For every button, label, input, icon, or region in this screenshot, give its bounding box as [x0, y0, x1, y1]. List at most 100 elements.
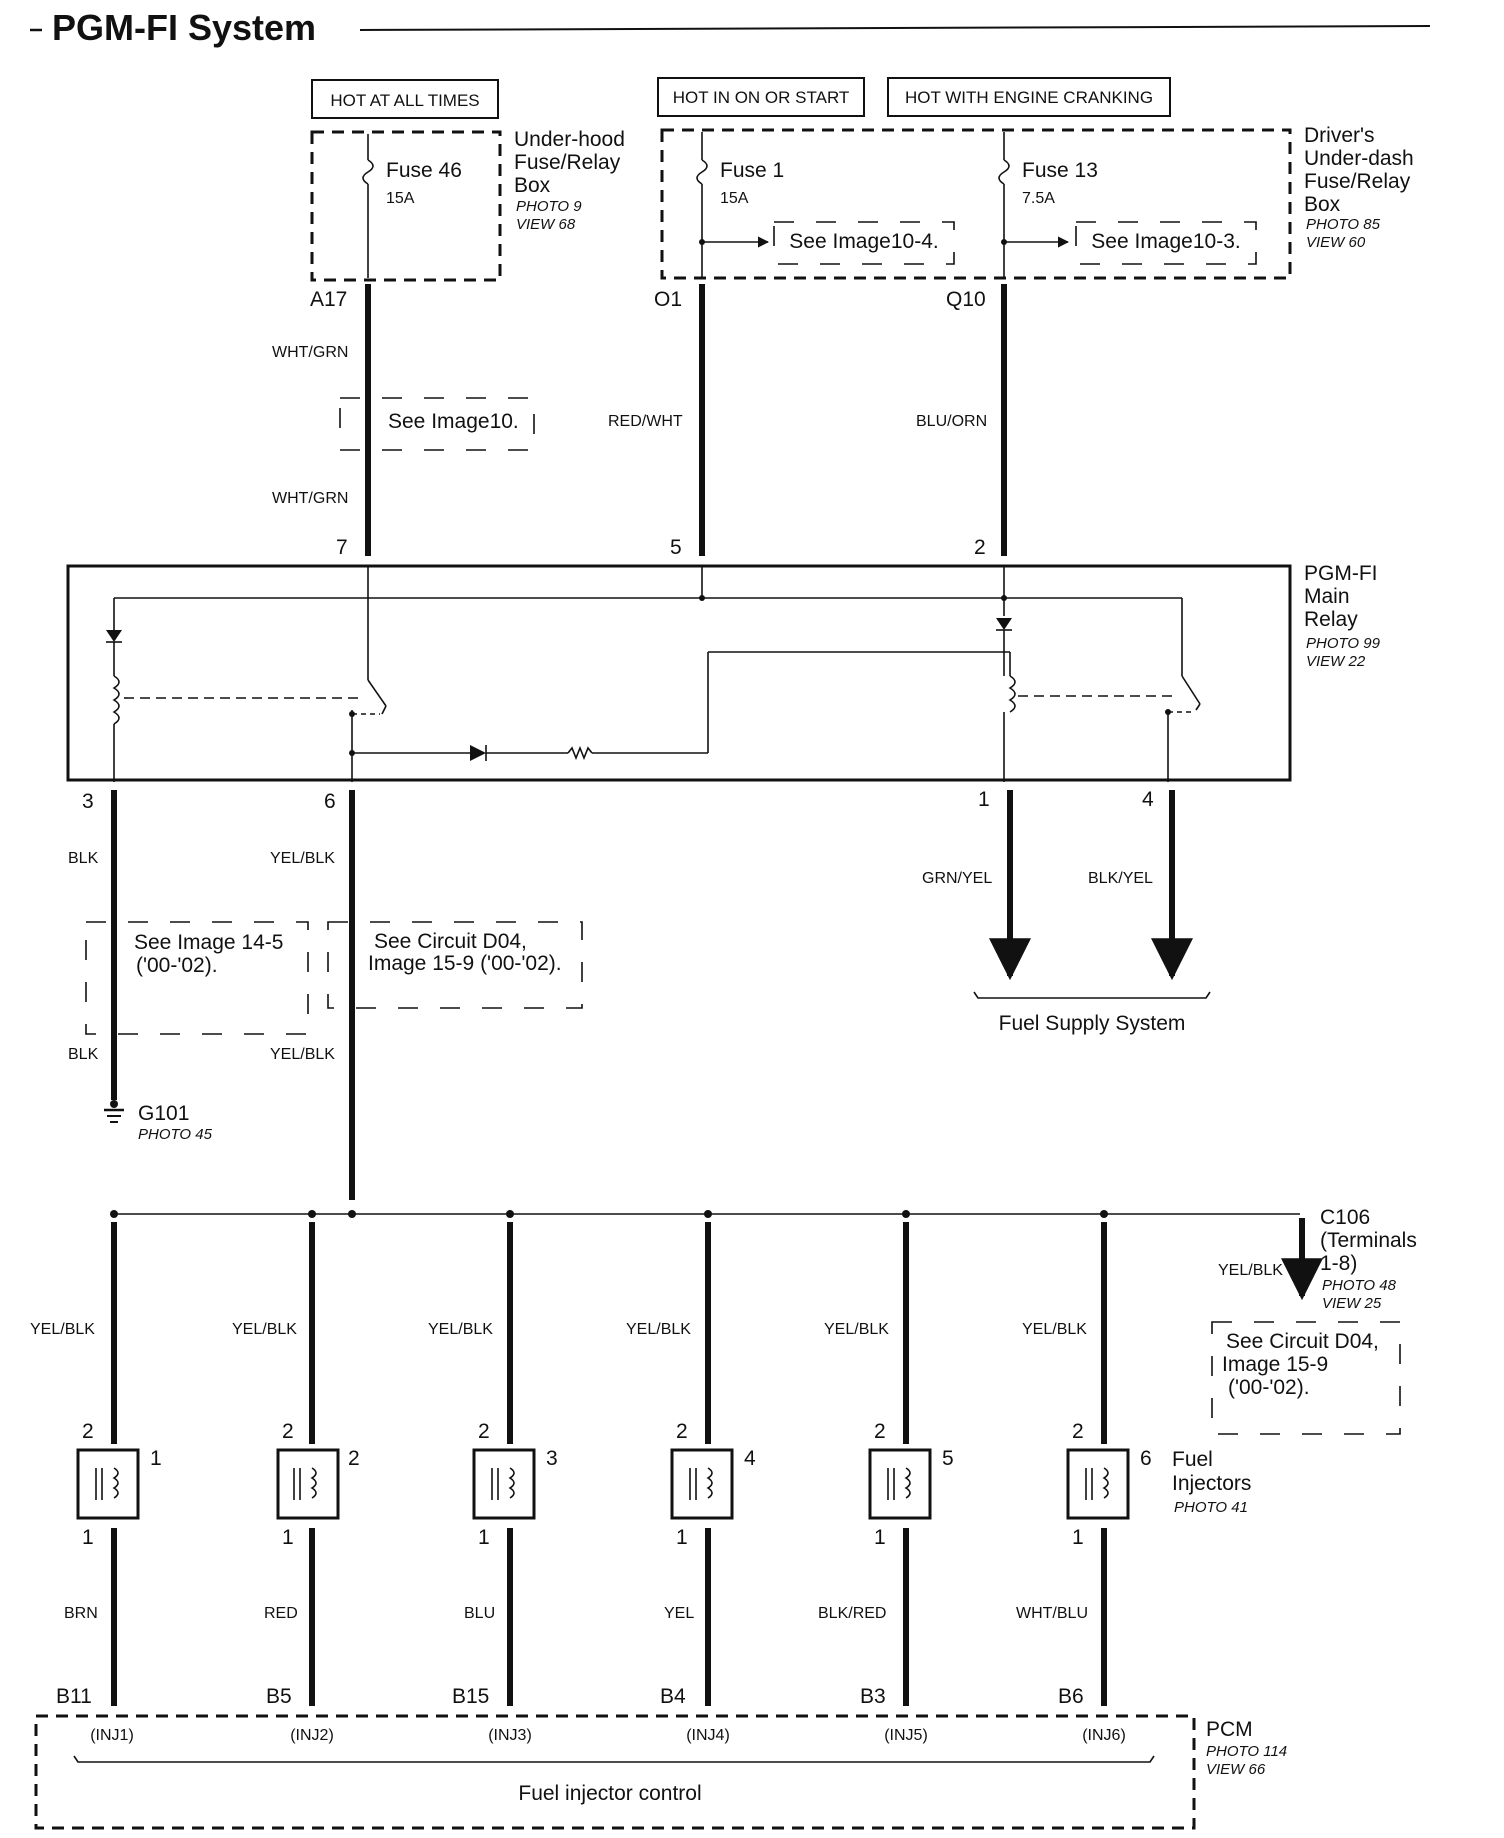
injector-6-pin-top: 2 — [1072, 1420, 1084, 1443]
c106-see-line2: Image 15-9 — [1222, 1353, 1328, 1376]
pcm-photo: PHOTO 114 — [1206, 1743, 1287, 1760]
injector-6-top-wire: YEL/BLK — [1022, 1321, 1087, 1338]
see-image-10-4: See Image10-4. — [789, 230, 938, 253]
see-image-10-4-box — [773, 221, 955, 265]
injector-6-pin-bot: 1 — [1072, 1526, 1084, 1549]
underhood-name-3: Box — [514, 174, 551, 197]
c106-name-3: 1-8) — [1320, 1252, 1357, 1275]
fuel-injectors-name-1: Fuel — [1172, 1448, 1213, 1471]
c106-see-line3: ('00-'02). — [1228, 1376, 1310, 1399]
injector-5-pin-bot: 1 — [874, 1526, 886, 1549]
driver-name-2: Under-dash — [1304, 147, 1414, 170]
hot-cranking-label: HOT WITH ENGINE CRANKING — [905, 88, 1153, 107]
injector-4-bot-wire: YEL — [664, 1605, 694, 1622]
injector-5-num: 5 — [942, 1447, 954, 1470]
pcm-box — [34, 1714, 1196, 1830]
injector-1-pin-bot: 1 — [82, 1526, 94, 1549]
fuel-supply-label: Fuel Supply System — [999, 1012, 1186, 1035]
see-image-10-box — [339, 397, 535, 451]
fuse13-name: Fuse 13 — [1022, 159, 1098, 182]
hot-cranking-box — [887, 77, 1171, 117]
relay-pin-2: 2 — [974, 536, 986, 559]
fuse13-rating: 7.5A — [1022, 190, 1055, 207]
see-circuit-d04-line1: See Circuit D04, — [374, 930, 527, 953]
injector-3-pcm-term: B15 — [452, 1685, 489, 1708]
injector-4-num: 4 — [744, 1447, 756, 1470]
driver-name-4: Box — [1304, 193, 1341, 216]
injector-2-pcm-term: B5 — [266, 1685, 292, 1708]
see-image-10-3-box — [1075, 221, 1257, 265]
injector-1-top-wire: YEL/BLK — [30, 1321, 95, 1338]
relay-pin-5: 5 — [670, 536, 682, 559]
relay-pin-4: 4 — [1142, 788, 1154, 811]
pcm-name: PCM — [1206, 1718, 1253, 1741]
underhood-name-2: Fuse/Relay — [514, 151, 621, 174]
injector-6: YEL/BLK 2 6 1 WHT/BLU B6 (INJ6) — [1016, 1210, 1152, 1744]
relay-pin-1: 1 — [978, 788, 990, 811]
injector-2: YEL/BLK 2 2 1 RED B5 (INJ2) — [232, 1210, 360, 1744]
see-image-14-5-line2: ('00-'02). — [136, 954, 218, 977]
injector-4-top-wire: YEL/BLK — [626, 1321, 691, 1338]
c106-see-box — [1211, 1321, 1401, 1435]
fuse46-name: Fuse 46 — [386, 159, 462, 182]
underhood-name-1: Under-hood — [514, 128, 625, 151]
wire-yelblk-label-2: YEL/BLK — [270, 1046, 335, 1063]
injector-2-pcm-pin: (INJ2) — [290, 1727, 334, 1744]
see-image-10-3: See Image10-3. — [1091, 230, 1240, 253]
underhood-fuse-box — [310, 130, 502, 282]
relay-coil-1 — [112, 675, 120, 725]
driver-photo: PHOTO 85 — [1306, 216, 1381, 233]
fuse1-name: Fuse 1 — [720, 159, 784, 182]
underhood-photo: PHOTO 9 — [516, 198, 582, 215]
injector-6-bot-wire: WHT/BLU — [1016, 1605, 1088, 1622]
injector-5-top-wire: YEL/BLK — [824, 1321, 889, 1338]
driver-fuse-box — [660, 128, 1292, 280]
terminal-a17: A17 — [310, 288, 347, 311]
relay-photo: PHOTO 99 — [1306, 635, 1381, 652]
wire-yelblk-label-1: YEL/BLK — [270, 850, 335, 867]
injector-3-pin-top: 2 — [478, 1420, 490, 1443]
injector-3-pcm-pin: (INJ3) — [488, 1727, 532, 1744]
injector-5-bot-wire: BLK/RED — [818, 1605, 886, 1622]
fuse1-rating: 15A — [720, 190, 749, 207]
injector-5: YEL/BLK 2 5 1 BLK/RED B3 (INJ5) — [818, 1210, 954, 1744]
underhood-view: VIEW 68 — [516, 216, 576, 233]
injector-3: YEL/BLK 2 3 1 BLU B15 (INJ3) — [428, 1210, 558, 1744]
see-circuit-d04-line2: Image 15-9 ('00-'02). — [368, 952, 562, 975]
wire-blk-label-2: BLK — [68, 1046, 99, 1063]
wire-bluorn-label: BLU/ORN — [916, 413, 987, 430]
injector-4-pin-top: 2 — [676, 1420, 688, 1443]
injector-1: YEL/BLK 2 1 1 BRN B11 (INJ1) — [30, 1210, 162, 1744]
hot-on-start-label: HOT IN ON OR START — [673, 88, 850, 107]
wire-whtgrn-label-1: WHT/GRN — [272, 344, 348, 361]
relay-pin-3: 3 — [82, 790, 94, 813]
c106-view: VIEW 25 — [1322, 1295, 1382, 1312]
wire-whtgrn-label-2: WHT/GRN — [272, 490, 348, 507]
injector-3-num: 3 — [546, 1447, 558, 1470]
see-image-14-5-line1: See Image 14-5 — [134, 931, 283, 954]
injector-2-top-wire: YEL/BLK — [232, 1321, 297, 1338]
injector-1-num: 1 — [150, 1447, 162, 1470]
driver-name-3: Fuse/Relay — [1304, 170, 1411, 193]
relay-pin-7: 7 — [336, 536, 348, 559]
wire-grnyel-label: GRN/YEL — [922, 870, 992, 887]
injector-2-bot-wire: RED — [264, 1605, 298, 1622]
injector-5-pin-top: 2 — [874, 1420, 886, 1443]
terminal-q10: Q10 — [946, 288, 986, 311]
c106-name-1: C106 — [1320, 1206, 1370, 1229]
relay-pin-6: 6 — [324, 790, 336, 813]
relay-name-2: Main — [1304, 585, 1350, 608]
relay-name-3: Relay — [1304, 608, 1358, 631]
injector-5-pcm-pin: (INJ5) — [884, 1727, 928, 1744]
fuse46-symbol — [362, 159, 374, 185]
injector-3-pin-bot: 1 — [478, 1526, 490, 1549]
injector-2-pin-top: 2 — [282, 1420, 294, 1443]
wire-blkyel-label: BLK/YEL — [1088, 870, 1153, 887]
driver-name-1: Driver's — [1304, 124, 1375, 147]
fuel-injectors-name-2: Injectors — [1172, 1472, 1251, 1495]
ground-photo: PHOTO 45 — [138, 1126, 213, 1143]
injector-1-bot-wire: BRN — [64, 1605, 98, 1622]
hot-all-times-box — [311, 79, 499, 119]
injector-5-pcm-term: B3 — [860, 1685, 886, 1708]
